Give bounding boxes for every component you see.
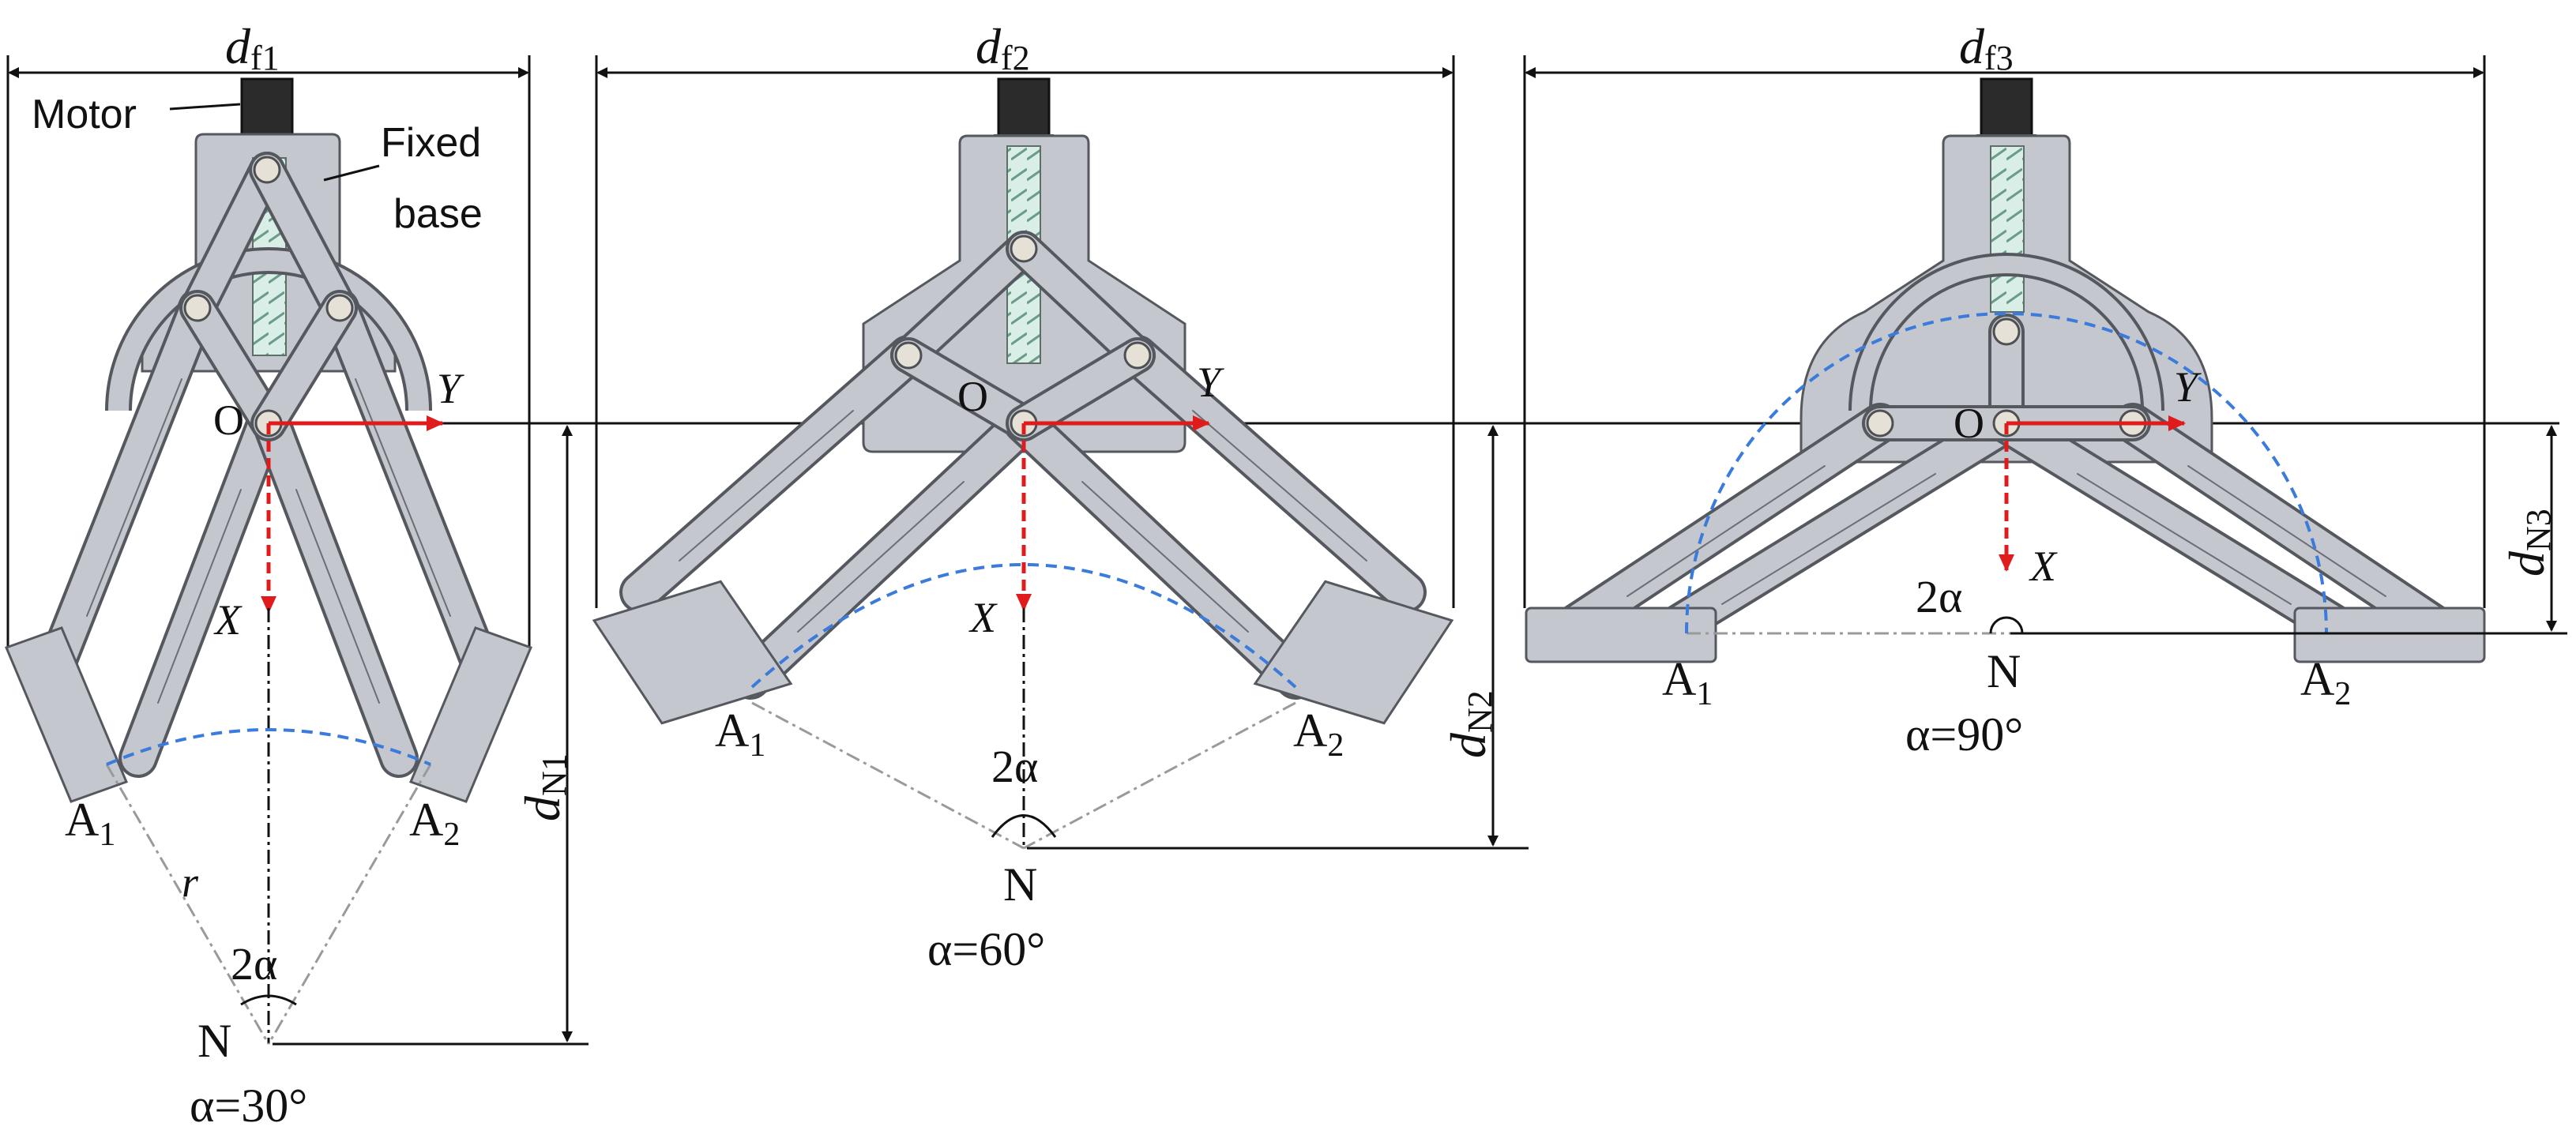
two-alpha-label: 2α <box>1916 571 1962 622</box>
radius-line-right <box>1023 701 1296 850</box>
x-axis-label: X <box>2029 543 2058 590</box>
origin-label: O <box>213 396 244 444</box>
alpha-90-label: α=90° <box>1905 708 2023 761</box>
crank-links <box>179 152 358 441</box>
df2-label: df2 <box>976 18 1030 77</box>
alpha-30-label: α=30° <box>190 1080 307 1132</box>
pin <box>1123 341 1152 370</box>
panel-1: df1 Motor Fixed base <box>5 18 589 1132</box>
finger-pad-left <box>592 580 793 725</box>
pin <box>253 156 281 184</box>
motor <box>997 77 1051 144</box>
radius-line-right <box>267 764 432 1045</box>
finger-links-right <box>253 288 500 778</box>
pin <box>183 294 212 322</box>
origin-label: O <box>957 373 988 420</box>
n-label: N <box>1003 858 1037 911</box>
two-alpha-label: 2α <box>231 938 277 990</box>
a2-label: A2 <box>1293 704 1344 764</box>
a2-label: A2 <box>409 794 460 853</box>
a2-label: A2 <box>2300 653 2351 712</box>
fixed-base-leader <box>323 164 380 182</box>
two-alpha-label: 2α <box>991 741 1038 792</box>
gripping-arc <box>106 728 431 766</box>
finger-links-left <box>619 335 1044 700</box>
x-axis-label: X <box>213 596 243 644</box>
motor <box>1980 77 2033 144</box>
motor-leader <box>169 103 241 111</box>
finger-pad-left <box>1525 607 1717 663</box>
df1-label: df1 <box>225 18 280 77</box>
a1-label: A1 <box>1662 653 1713 712</box>
alpha-60-label: α=60° <box>927 923 1045 975</box>
a1-label: A1 <box>65 794 115 853</box>
n-label: N <box>1987 645 2021 697</box>
fixed-base-label-line2: base <box>393 191 483 237</box>
r-label: r <box>182 858 199 906</box>
crank-links <box>890 231 1156 441</box>
finger-links-left <box>1555 403 2027 652</box>
panel-2: df2 <box>592 18 1529 975</box>
pin <box>1866 409 1894 438</box>
panel-3: df3 <box>1523 18 2567 761</box>
finger-pad-right <box>2293 607 2486 663</box>
x-axis-label: X <box>968 594 998 641</box>
n-label: N <box>197 1015 231 1067</box>
y-axis-label: Y <box>437 365 464 412</box>
fixed-base-label-line1: Fixed <box>381 120 481 166</box>
a1-label: A1 <box>715 704 765 764</box>
finger-links-right <box>1003 335 1427 700</box>
origin-label: O <box>1954 400 1984 447</box>
motor <box>240 77 294 144</box>
finger-links-left <box>37 288 284 778</box>
y-axis-label: Y <box>1197 359 1224 406</box>
finger-links-right <box>1986 403 2454 652</box>
pin <box>1992 317 2021 346</box>
gripping-arc <box>750 563 1297 689</box>
motor-label: Motor <box>32 92 137 137</box>
pin <box>894 341 923 370</box>
df3-label: df3 <box>1959 18 2014 77</box>
finger-pad-left <box>5 626 128 803</box>
finger-pad-right <box>409 626 532 803</box>
pin <box>325 294 354 322</box>
lead-screw <box>1990 145 2025 313</box>
dn3-label: dN3 <box>2499 509 2558 577</box>
angle-arc <box>240 994 297 1006</box>
radius-line-left <box>751 701 1025 850</box>
pin <box>1010 235 1038 263</box>
angle-arc <box>991 814 1057 838</box>
dn2-label: dN2 <box>1440 690 1499 758</box>
radius-line-left <box>105 764 270 1045</box>
dn1-label: dN1 <box>514 753 573 821</box>
gripping-arc <box>1685 312 2328 634</box>
angle-arc <box>1989 616 2024 634</box>
finger-pad-right <box>1253 580 1454 725</box>
